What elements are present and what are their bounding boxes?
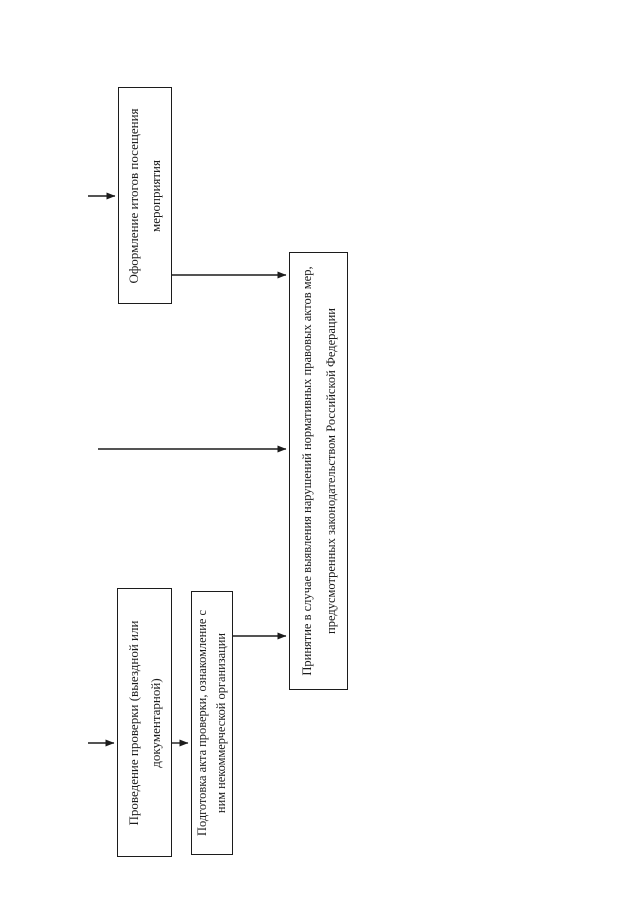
flow-box-inspection: Проведение проверки (выездной или докуме… bbox=[117, 588, 172, 857]
flow-box-measures: Принятие в случае выявления нарушений но… bbox=[289, 252, 348, 690]
flow-box-inspection-act-label: Подготовка акта проверки, ознакомление с… bbox=[195, 610, 228, 836]
flow-box-inspection-label: Проведение проверки (выездной или докуме… bbox=[125, 620, 163, 825]
flow-box-event-results-label: Оформление итогов посещения мероприятия bbox=[126, 107, 163, 284]
flow-box-event-results: Оформление итогов посещения мероприятия bbox=[118, 87, 172, 304]
flow-box-measures-label: Принятие в случае выявления нарушений но… bbox=[299, 266, 338, 676]
flow-box-inspection-act: Подготовка акта проверки, ознакомление с… bbox=[191, 591, 233, 855]
